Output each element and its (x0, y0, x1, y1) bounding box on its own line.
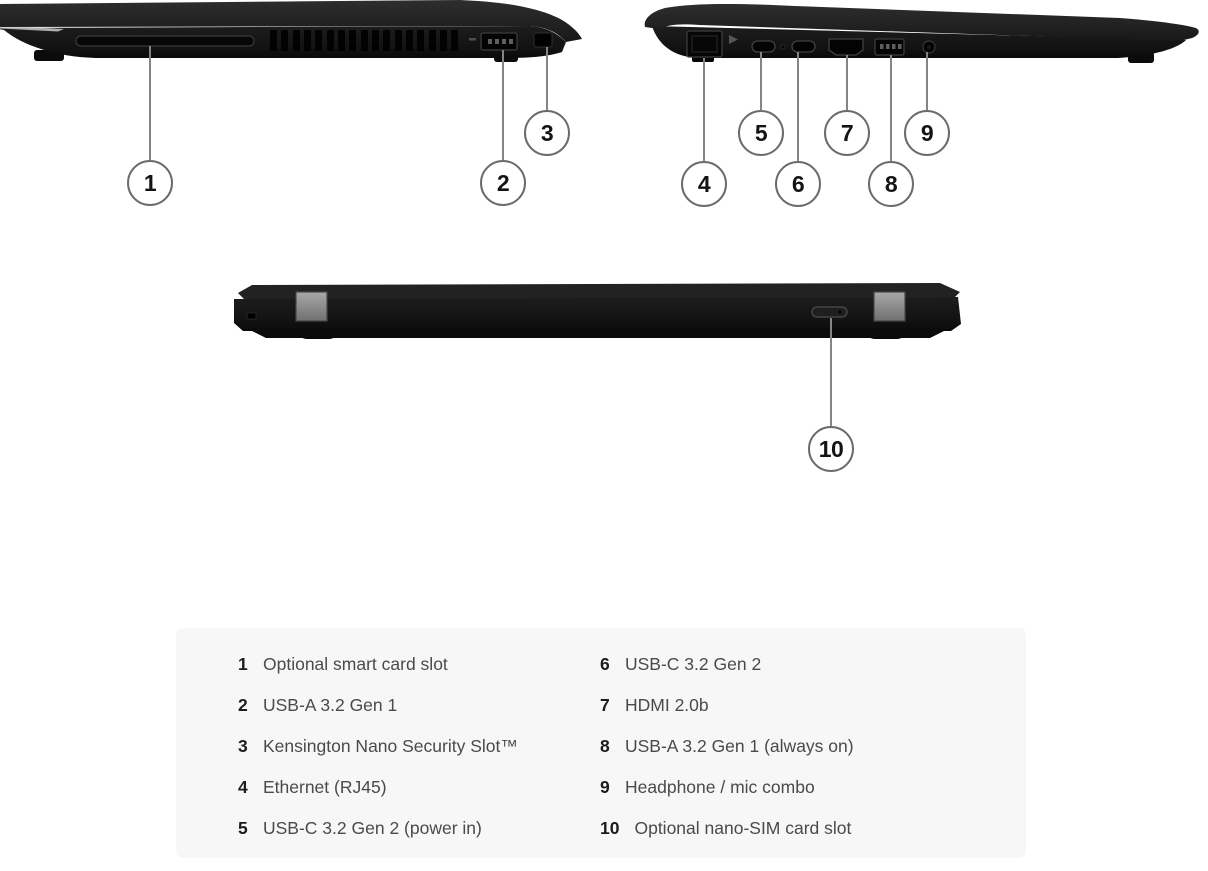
laptop-lid (238, 283, 960, 300)
laptop-body (234, 297, 961, 331)
legend-item-label: Ethernet (RJ45) (263, 777, 387, 797)
kensington-slot (246, 312, 257, 320)
callout-number: 9 (920, 119, 934, 146)
legend-item-number: 1 (238, 654, 248, 674)
callout-9: 9 (904, 110, 950, 156)
hinge (873, 291, 906, 322)
usb-c-port (751, 40, 776, 53)
laptop-left-side-view (0, 0, 582, 62)
legend-item: 9 Headphone / mic combo (600, 767, 854, 808)
hdmi-port (828, 38, 864, 56)
usb-a-port (874, 38, 905, 56)
callout-line-4 (703, 58, 705, 161)
callout-number: 3 (540, 119, 554, 146)
legend-item: 4 Ethernet (RJ45) (238, 767, 518, 808)
legend-item-number: 8 (600, 736, 610, 756)
callout-4: 4 (681, 161, 727, 207)
callout-number: 5 (754, 119, 768, 146)
reset-hole (780, 44, 786, 50)
legend-item-label: USB-A 3.2 Gen 1 (263, 695, 398, 715)
legend-item: 10 Optional nano-SIM card slot (600, 808, 854, 849)
laptop-lid (0, 0, 582, 42)
hinge (295, 291, 328, 322)
headphone-jack (922, 40, 936, 54)
callout-line-6 (797, 52, 799, 161)
callout-number: 10 (818, 435, 844, 462)
callout-line-3 (546, 47, 548, 110)
legend-item-label: USB-C 3.2 Gen 2 (625, 654, 762, 674)
callout-5: 5 (738, 110, 784, 156)
legend-item-number: 7 (600, 695, 610, 715)
callout-line-5 (760, 52, 762, 110)
callout-number: 6 (791, 170, 805, 197)
legend-item-number: 10 (600, 818, 620, 838)
legend-item-number: 4 (238, 777, 248, 797)
legend-item-number: 6 (600, 654, 610, 674)
callout-number: 8 (884, 170, 898, 197)
legend-item-label: Optional nano-SIM card slot (634, 818, 852, 838)
usb-label-mark (469, 38, 476, 41)
callout-3: 3 (524, 110, 570, 156)
legend-item-label: HDMI 2.0b (625, 695, 709, 715)
port-legend-panel: 1 Optional smart card slot 2 USB-A 3.2 G… (176, 628, 1026, 858)
legend-item: 6 USB-C 3.2 Gen 2 (600, 644, 854, 685)
legend-item-label: USB-A 3.2 Gen 1 (always on) (625, 736, 854, 756)
legend-item: 8 USB-A 3.2 Gen 1 (always on) (600, 726, 854, 767)
callout-line-10 (830, 318, 832, 426)
nano-sim-tray (811, 306, 848, 318)
callout-line-9 (926, 52, 928, 110)
callout-7: 7 (824, 110, 870, 156)
legend-column-right: 6 USB-C 3.2 Gen 2 7 HDMI 2.0b 8 USB-A 3.… (600, 644, 854, 849)
legend-item-number: 3 (238, 736, 248, 756)
usb-a-port (480, 32, 518, 51)
usb-c-port (791, 40, 816, 53)
legend-item: 1 Optional smart card slot (238, 644, 518, 685)
lid-body-seam (0, 25, 64, 32)
callout-number: 7 (840, 119, 854, 146)
legend-item: 2 USB-A 3.2 Gen 1 (238, 685, 518, 726)
legend-item-number: 9 (600, 777, 610, 797)
callout-2: 2 (480, 160, 526, 206)
legend-item: 7 HDMI 2.0b (600, 685, 854, 726)
legend-item: 3 Kensington Nano Security Slot™ (238, 726, 518, 767)
legend-column-left: 1 Optional smart card slot 2 USB-A 3.2 G… (238, 644, 518, 849)
callout-line-1 (149, 46, 151, 160)
kensington-slot (533, 32, 553, 48)
legend-item-label: Kensington Nano Security Slot™ (263, 736, 518, 756)
callout-number: 1 (143, 169, 157, 196)
callout-line-8 (890, 55, 892, 161)
laptop-body (652, 26, 1186, 58)
callout-6: 6 (775, 161, 821, 207)
callout-8: 8 (868, 161, 914, 207)
laptop-rear-view (234, 283, 961, 339)
callout-10: 10 (808, 426, 854, 472)
callout-number: 4 (697, 170, 711, 197)
callout-line-7 (846, 55, 848, 110)
legend-item-number: 2 (238, 695, 248, 715)
legend-item-label: Optional smart card slot (263, 654, 448, 674)
legend-item-label: Headphone / mic combo (625, 777, 815, 797)
network-icon (729, 35, 738, 44)
laptop-base-edge (252, 331, 944, 338)
vent-grille (270, 30, 458, 51)
legend-item-label: USB-C 3.2 Gen 2 (power in) (263, 818, 482, 838)
legend-item: 5 USB-C 3.2 Gen 2 (power in) (238, 808, 518, 849)
callout-1: 1 (127, 160, 173, 206)
callout-line-2 (502, 50, 504, 160)
smart-card-slot (75, 35, 255, 47)
laptop-lid (644, 3, 1199, 41)
legend-item-number: 5 (238, 818, 248, 838)
laptop-right-side-view (644, 3, 1199, 63)
callout-number: 2 (496, 169, 510, 196)
ethernet-port (686, 30, 723, 62)
